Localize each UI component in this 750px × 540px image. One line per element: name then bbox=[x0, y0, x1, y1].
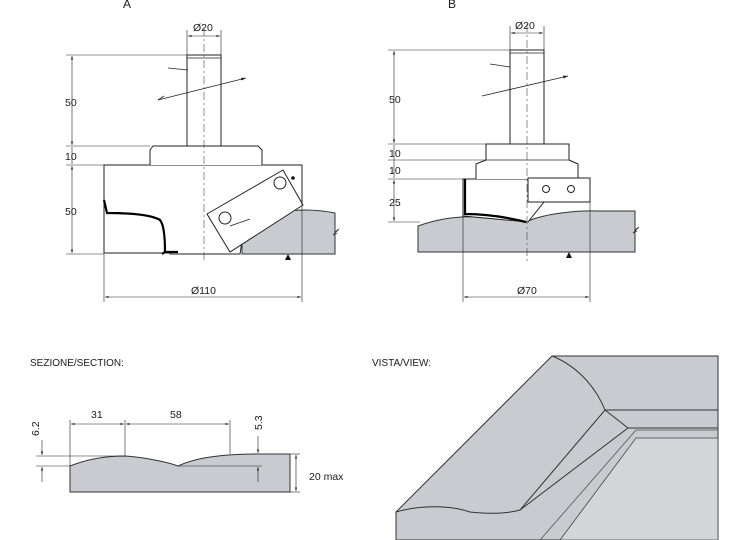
b-shank-diameter: Ø20 bbox=[515, 20, 535, 32]
section-width-1: 31 bbox=[91, 409, 103, 421]
section-view: SEZIONE/SECTION: 31 58 6.2 5.3 20 max bbox=[30, 358, 344, 493]
section-thickness: 20 max bbox=[309, 471, 344, 483]
section-depth-1: 6.2 bbox=[30, 421, 42, 436]
b-height-cutter: 25 bbox=[389, 197, 401, 209]
b-height-collar-1: 10 bbox=[389, 148, 401, 160]
cutting-profile-a bbox=[102, 199, 178, 254]
collar-a bbox=[149, 145, 263, 165]
shank-b bbox=[509, 49, 545, 145]
section-profile bbox=[69, 453, 291, 493]
a-height-cutter: 50 bbox=[65, 206, 77, 218]
b-height-shank: 50 bbox=[389, 94, 401, 106]
view-title: VISTA/VIEW: bbox=[372, 358, 431, 369]
a-height-shank: 50 bbox=[65, 97, 77, 109]
b-height-collar-2: 10 bbox=[389, 165, 401, 177]
section-title: SEZIONE/SECTION: bbox=[30, 358, 124, 369]
panel-inner bbox=[559, 437, 719, 540]
b-cutter-diameter: Ø70 bbox=[517, 285, 537, 297]
a-height-collar: 10 bbox=[65, 151, 77, 163]
insert-holder-a bbox=[206, 169, 304, 253]
view-a-label: A bbox=[123, 0, 131, 11]
view-b-label: B bbox=[448, 0, 456, 11]
shank-a bbox=[186, 54, 222, 147]
view-b: B Ø20 50 bbox=[388, 0, 640, 302]
perspective-view: VISTA/VIEW: bbox=[372, 355, 719, 540]
section-width-2: 58 bbox=[170, 409, 182, 421]
cutting-profile-b bbox=[463, 179, 527, 224]
a-shank-diameter: Ø20 bbox=[193, 22, 213, 34]
section-depth-2: 5.3 bbox=[253, 415, 265, 430]
view-a: A Ø20 bbox=[65, 0, 340, 302]
a-cutter-diameter: Ø110 bbox=[191, 285, 216, 297]
